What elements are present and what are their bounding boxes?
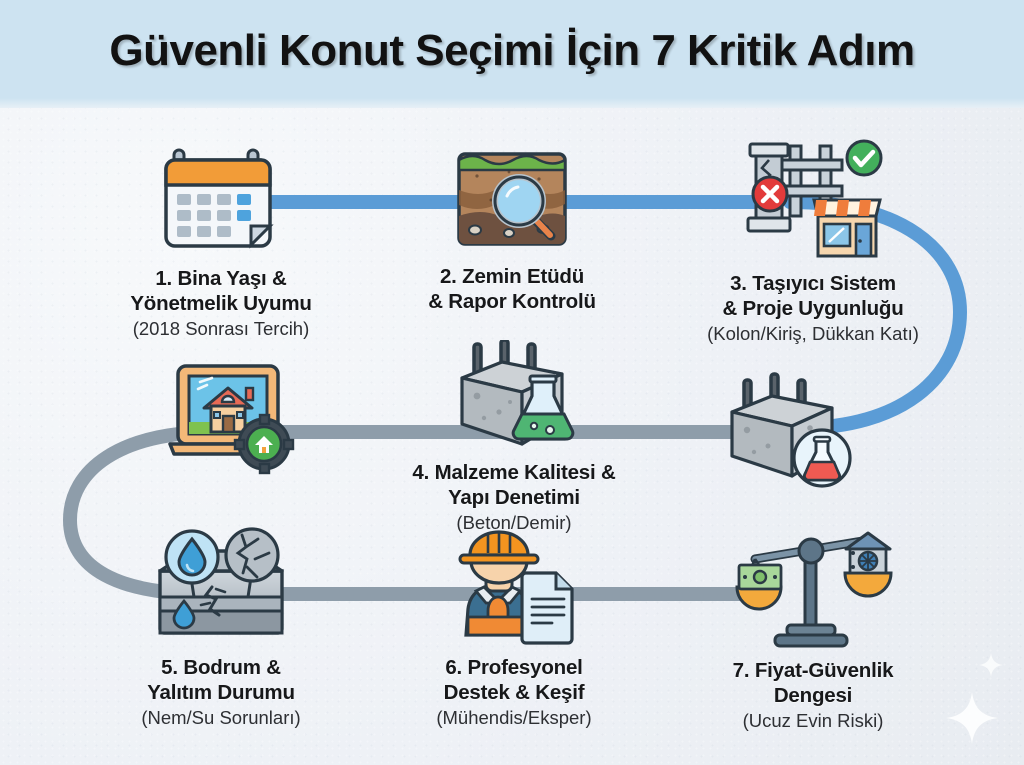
step-5-title-line2: Yalıtım Durumu [147, 681, 295, 704]
page-title: Güvenli Konut Seçimi İçin 7 Kritik Adım [109, 26, 915, 75]
step-2-title-line1: 2. Zemin Etüdü [439, 265, 585, 288]
basement-moisture-crack-icon [146, 525, 296, 647]
step-6[interactable]: 6. Profesyonel Destek & Keşif (Mühendis/… [364, 525, 664, 729]
step-5-subtitle: (Nem/Su Sorunları) [141, 707, 301, 728]
step-7-title-line2: Dengesi [773, 684, 853, 707]
step-6-subtitle: (Mühendis/Eksper) [436, 707, 592, 728]
step-6-title-line2: Destek & Keşif [443, 681, 585, 704]
laptop-house-gear-icon [160, 360, 300, 485]
cracked-column-structure-shop-icon [728, 138, 898, 263]
step-4[interactable]: 4. Malzeme Kalitesi & Yapı Denetimi (Bet… [364, 338, 664, 534]
balance-scale-money-house-icon [733, 525, 893, 650]
step-4-title-line1: 4. Malzeme Kalitesi & [412, 461, 616, 484]
step-7-subtitle: (Ucuz Evin Riski) [742, 710, 884, 731]
step-1-title-line1: 1. Bina Yaşı & [155, 267, 287, 290]
step-5-title-line1: 5. Bodrum & [161, 656, 281, 679]
concrete-block-flask-icon [444, 338, 584, 452]
calendar-icon [156, 138, 286, 258]
step-2[interactable]: 2. Zemin Etüdü & Rapor Kontrolü [364, 138, 660, 316]
step-1-title-line2: Yönetmelik Uyumu [130, 292, 312, 315]
step-6-title-line1: 6. Profesyonel [445, 656, 583, 679]
step-3-title-line2: & Proje Uygunluğu [722, 297, 904, 320]
step-1-subtitle: (2018 Sonrası Tercih) [132, 318, 310, 339]
step-7-title-line1: 7. Fiyat-Güvenlik [732, 659, 894, 682]
header-band [0, 0, 1024, 108]
step-3-subtitle: (Kolon/Kiriş, Dükkan Katı) [707, 323, 919, 344]
step-5[interactable]: 5. Bodrum & Yalıtım Durumu (Nem/Su Sorun… [66, 525, 376, 729]
step-2-title-line2: & Rapor Kontrolü [428, 290, 596, 313]
step-1[interactable]: 1. Bina Yaşı & Yönetmelik Uyumu (2018 So… [66, 138, 376, 340]
step-4-title-line2: Yapı Denetimi [448, 486, 580, 509]
concrete-block-red-flask-icon [718, 370, 868, 495]
step-3-title-line1: 3. Taşıyıcı Sistem [730, 272, 896, 295]
step-3[interactable]: 3. Taşıyıcı Sistem & Proje Uygunluğu (Ko… [648, 138, 978, 345]
engineer-report-icon [444, 525, 584, 647]
step-4-subtitle: (Beton/Demir) [456, 512, 572, 533]
header-fade [0, 98, 1024, 108]
step-7[interactable]: 7. Fiyat-Güvenlik Dengesi (Ucuz Evin Ris… [648, 525, 978, 732]
soil-layers-magnifier-icon [447, 138, 577, 256]
